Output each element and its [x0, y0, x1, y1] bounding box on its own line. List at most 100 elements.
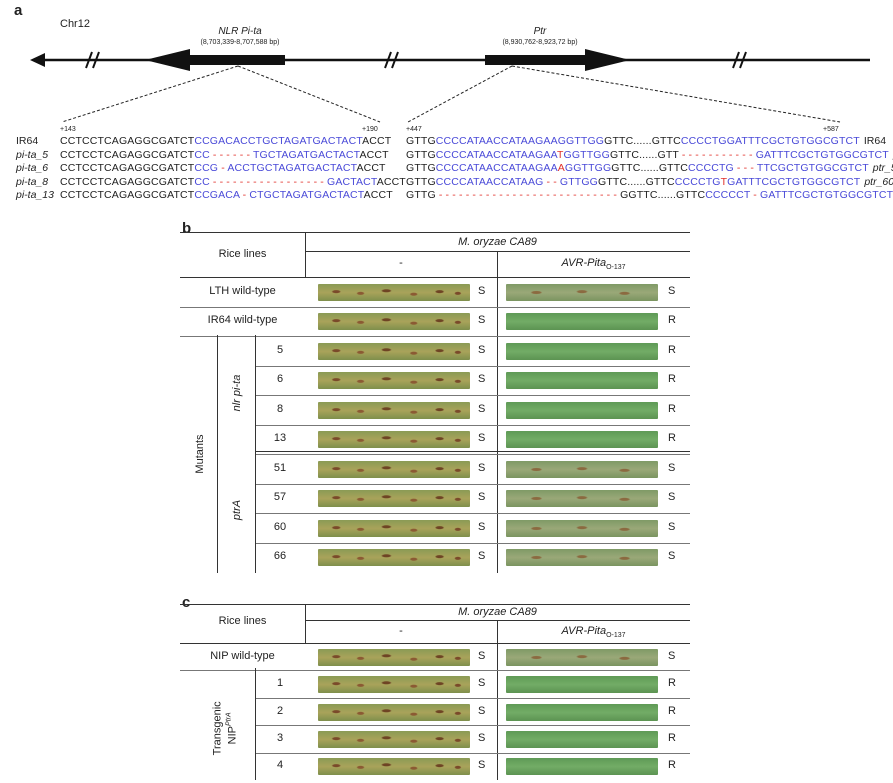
- row-label-line: 5: [276, 343, 284, 356]
- row-separator: [255, 752, 690, 754]
- phenotype-minus: S: [478, 649, 486, 662]
- row-label-line: 13: [273, 432, 287, 445]
- row-label-line: 51: [273, 461, 287, 474]
- sequence-segment: GGTTC......GTTC: [620, 189, 706, 202]
- sequence-segment: CCCCCT: [705, 189, 751, 202]
- alignment-row-label: pi-ta_5: [16, 148, 49, 161]
- leaf-image-minus: [318, 401, 470, 419]
- sequence-segment: TTCGCTGTGGCGTCT: [756, 162, 869, 175]
- row-separator: [180, 670, 690, 672]
- alignment-row-label: pi-ta_8: [16, 175, 49, 188]
- leaf-image-avr: [506, 283, 658, 301]
- sequence-segment: T: [556, 148, 564, 161]
- leaf-image-minus: [318, 313, 470, 331]
- row-label-line: 6: [276, 373, 284, 386]
- alignment-sequence: CCTCCTCAGAGGCGATCTCC - - - - - - - - - -…: [60, 176, 406, 190]
- phenotype-minus: S: [478, 704, 486, 717]
- sequence-segment: - - - - - - - - - - -: [678, 148, 756, 161]
- phenotype-avr: R: [668, 704, 676, 717]
- row-separator: [180, 336, 690, 337]
- sequence-segment: GGTTGG: [563, 148, 610, 161]
- c-header-strain-text: M. oryzae CA89: [458, 606, 537, 618]
- sequence-segment: T: [720, 175, 728, 188]
- sequence-segment: ACCT: [356, 162, 386, 175]
- b-header-strain: M. oryzae CA89: [305, 236, 690, 248]
- sequence-segment: CCCCATAACCATAAG: [435, 175, 544, 188]
- phenotype-minus: S: [478, 314, 486, 327]
- b-subgroup-ptra: ptrA: [231, 499, 243, 521]
- alignment-sequence: GTTGCCCCATAACCATAAG - - GTTGGGTTC......G…: [406, 176, 860, 190]
- leaf-image-avr: [506, 401, 658, 419]
- sequence-segment: CCCCTG: [674, 175, 721, 188]
- leaf-image-minus: [318, 730, 470, 748]
- phenotype-avr: R: [668, 314, 676, 327]
- sequence-segment: GTTG: [406, 189, 436, 202]
- row-label-line: 1: [276, 677, 284, 690]
- sequence-segment: ACCT: [359, 148, 389, 161]
- phenotype-avr: R: [668, 432, 676, 445]
- sequence-segment: GTTC......GTTC: [611, 162, 689, 175]
- phenotype-avr: S: [668, 284, 676, 297]
- row-separator: [255, 483, 690, 485]
- sequence-segment: CCTCCTCAGAGGCGATCT: [60, 189, 195, 202]
- leaf-image-avr: [506, 490, 658, 508]
- c-header-avr-text: AVR-Pita: [561, 625, 607, 637]
- c-group-label-2-sup: PtrA: [225, 712, 233, 726]
- phenotype-minus: S: [478, 759, 486, 772]
- leaf-image-minus: [318, 342, 470, 360]
- b-header-avr-text: AVR-Pita: [561, 257, 607, 269]
- leaf-image-avr: [506, 648, 658, 666]
- leaf-image-avr: [506, 519, 658, 537]
- sequence-segment: CCCCTGGATTTCGCTGTGGCGTCT: [680, 135, 860, 147]
- sequence-segment: ACCT: [363, 189, 393, 202]
- sequence-segment: - - - - - - - - - - - - - - - - -: [209, 175, 328, 188]
- b-header-minus: -: [399, 257, 403, 269]
- gene1-name: NLR Pi-ta: [218, 26, 262, 37]
- sequence-segment: GTTC......GTTC: [598, 175, 675, 188]
- sequence-segment: GACTACT: [327, 175, 377, 188]
- sequence-segment: CCTCCTCAGAGGCGATCT: [60, 135, 195, 147]
- b-group-mutants: Mutants: [194, 434, 206, 474]
- leaf-image-avr: [506, 676, 658, 694]
- sequence-segment: - - - - - - - - - - - - - - - - - - - - …: [435, 189, 621, 202]
- alignment-sequence: CCTCCTCAGAGGCGATCTCCG - ACCTGCTAGATGACTA…: [60, 162, 386, 176]
- leaf-image-minus: [318, 460, 470, 478]
- row-label-line: 66: [273, 550, 287, 563]
- phenotype-minus: S: [478, 491, 486, 504]
- leaf-image-minus: [318, 490, 470, 508]
- sequence-segment: GATTTCGCTGTGGCGTCT: [755, 148, 889, 161]
- gene2-coords: (8,930,762-8,923,72 bp): [502, 39, 578, 46]
- sequence-segment: GTTG: [406, 135, 436, 147]
- alignment-row: GTTG - - - - - - - - - - - - - - - - - -…: [406, 189, 893, 203]
- c-group-label-1: Transgenic: [211, 701, 224, 756]
- c-header-avr: AVR-PitaO-137: [497, 625, 690, 639]
- leaf-image-minus: [318, 703, 470, 721]
- gene1-coords: (8,703,339-8,707,588 bp): [200, 39, 280, 46]
- leaf-image-minus: [318, 758, 470, 776]
- row-label-line: 4: [276, 759, 284, 772]
- sequence-segment: GTTC......GTT: [609, 148, 679, 161]
- alignment-sequence: GTTGCCCCATAACCATAAGAAAGGTTGGGTTC......GT…: [406, 162, 869, 176]
- alignment-sequence: CCTCCTCAGAGGCGATCTCCGACACCTGCTAGATGACTAC…: [60, 135, 391, 149]
- sequence-segment: CC: [194, 148, 210, 161]
- chromosome-label: Chr12: [60, 18, 90, 30]
- alignment-row: GTTGCCCCATAACCATAAGAAGGTTGGGTTC......GTT…: [406, 135, 893, 149]
- alignment-sequence: GTTGCCCCATAACCATAAGAAGGTTGGGTTC......GTT…: [406, 135, 860, 149]
- right-start-pos: +447: [406, 126, 422, 133]
- alignment-sequence: CCTCCTCAGAGGCGATCTCCGACA - CTGCTAGATGACT…: [60, 189, 393, 203]
- b-header-strain-text: M. oryzae CA89: [458, 236, 537, 248]
- sequence-segment: GGTTGG: [564, 162, 612, 175]
- gene2-name: Ptr: [533, 26, 547, 37]
- row-separator: [255, 725, 690, 727]
- row-label-wild-type: NIP wild-type: [210, 649, 275, 662]
- right-alignment: GTTGCCCCATAACCATAAGAAGGTTGGGTTC......GTT…: [406, 135, 893, 203]
- c-header-minus: -: [399, 625, 403, 637]
- row-label-wild-type: LTH wild-type: [209, 284, 276, 297]
- sequence-segment: GTTG: [406, 162, 436, 175]
- leaf-image-avr: [506, 703, 658, 721]
- leaf-image-avr: [506, 313, 658, 331]
- alignment-row-label: IR64: [863, 135, 887, 147]
- row-label-line: 3: [276, 731, 284, 744]
